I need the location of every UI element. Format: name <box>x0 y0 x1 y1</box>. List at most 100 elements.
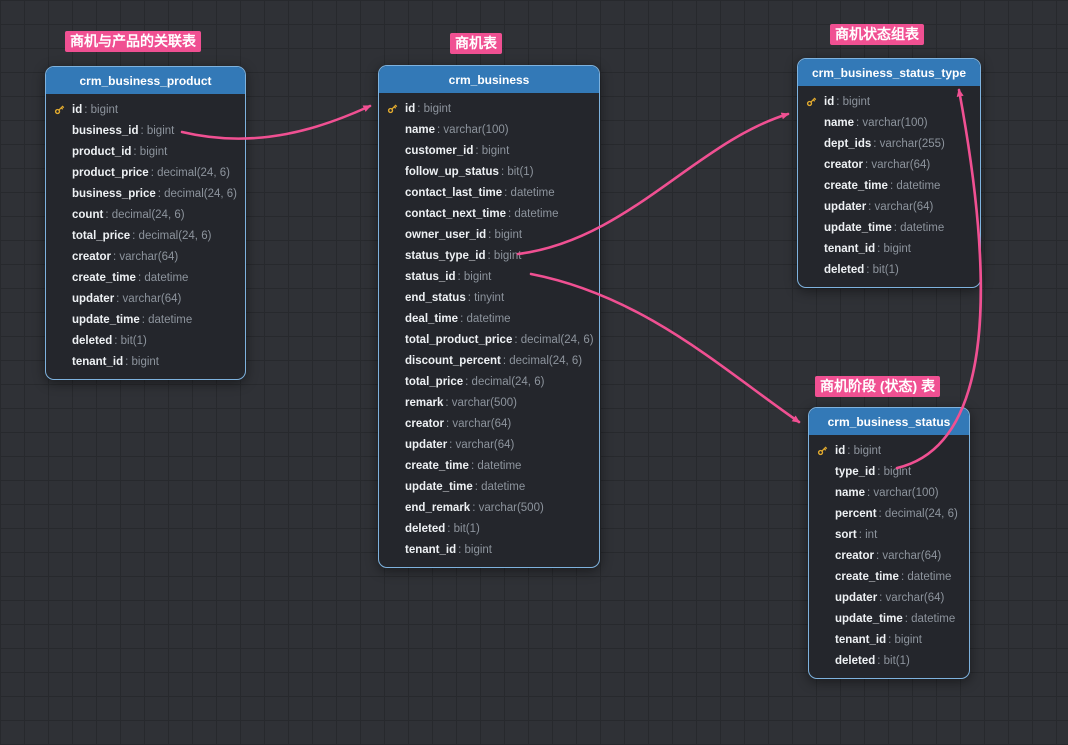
field-row-updater[interactable]: updater: varchar(64) <box>379 434 599 455</box>
field-type: : tinyint <box>468 292 504 304</box>
field-name: creator <box>405 418 444 430</box>
field-name: end_status <box>405 292 466 304</box>
field-row-updater[interactable]: updater: varchar(64) <box>798 196 980 217</box>
field-row-follow_up_status[interactable]: follow_up_status: bit(1) <box>379 161 599 182</box>
field-row-creator[interactable]: creator: varchar(64) <box>379 413 599 434</box>
field-row-id[interactable]: id: bigint <box>809 440 969 461</box>
table-group-crm-business-status: 商机阶段 (状态) 表 crm_business_status id: bigi… <box>808 376 970 679</box>
field-row-product_price[interactable]: product_price: decimal(24, 6) <box>46 162 245 183</box>
field-row-contact_last_time[interactable]: contact_last_time: datetime <box>379 182 599 203</box>
field-row-deleted[interactable]: deleted: bit(1) <box>46 330 245 351</box>
field-row-deleted[interactable]: deleted: bit(1) <box>809 650 969 671</box>
field-name: id <box>824 96 834 108</box>
field-row-discount_percent[interactable]: discount_percent: decimal(24, 6) <box>379 350 599 371</box>
field-row-type_id[interactable]: type_id: bigint <box>809 461 969 482</box>
field-row-create_time[interactable]: create_time: datetime <box>798 175 980 196</box>
field-type: : varchar(64) <box>113 251 178 263</box>
field-type: : datetime <box>504 187 555 199</box>
field-list: id: bigintname: varchar(100)customer_id:… <box>379 93 599 567</box>
field-row-id[interactable]: id: bigint <box>798 91 980 112</box>
field-name: customer_id <box>405 145 473 157</box>
field-row-tenant_id[interactable]: tenant_id: bigint <box>46 351 245 372</box>
field-row-sort[interactable]: sort: int <box>809 524 969 545</box>
field-row-create_time[interactable]: create_time: datetime <box>809 566 969 587</box>
field-row-count[interactable]: count: decimal(24, 6) <box>46 204 245 225</box>
field-name: id <box>405 103 415 115</box>
field-row-creator[interactable]: creator: varchar(64) <box>46 246 245 267</box>
field-list: id: biginttype_id: bigintname: varchar(1… <box>809 435 969 678</box>
table-title[interactable]: crm_business_status <box>809 408 969 435</box>
field-row-percent[interactable]: percent: decimal(24, 6) <box>809 503 969 524</box>
table-title[interactable]: crm_business_product <box>46 67 245 94</box>
field-row-update_time[interactable]: update_time: datetime <box>798 217 980 238</box>
field-row-creator[interactable]: creator: varchar(64) <box>798 154 980 175</box>
table-caption[interactable]: 商机表 <box>450 33 502 54</box>
field-row-update_time[interactable]: update_time: datetime <box>379 476 599 497</box>
field-row-deleted[interactable]: deleted: bit(1) <box>798 259 980 280</box>
field-type: : varchar(100) <box>437 124 509 136</box>
entity-table-crm-business-product[interactable]: crm_business_product id: bigint business_… <box>45 66 246 380</box>
field-type: : bit(1) <box>877 655 910 667</box>
field-row-total_price[interactable]: total_price: decimal(24, 6) <box>46 225 245 246</box>
field-type: : datetime <box>905 613 956 625</box>
field-row-status_type_id[interactable]: status_type_id: bigint <box>379 245 599 266</box>
field-row-deal_time[interactable]: deal_time: datetime <box>379 308 599 329</box>
field-type: : varchar(64) <box>865 159 930 171</box>
field-type: : datetime <box>460 313 511 325</box>
field-name: create_time <box>405 460 469 472</box>
entity-table-crm-business[interactable]: crm_business id: bigintname: varchar(100… <box>378 65 600 568</box>
field-name: name <box>835 487 865 499</box>
field-row-total_product_price[interactable]: total_product_price: decimal(24, 6) <box>379 329 599 350</box>
field-row-name[interactable]: name: varchar(100) <box>798 112 980 133</box>
field-name: follow_up_status <box>405 166 499 178</box>
field-row-name[interactable]: name: varchar(100) <box>809 482 969 503</box>
field-name: name <box>405 124 435 136</box>
field-name: updater <box>835 592 877 604</box>
field-row-tenant_id[interactable]: tenant_id: bigint <box>798 238 980 259</box>
field-row-creator[interactable]: creator: varchar(64) <box>809 545 969 566</box>
field-row-tenant_id[interactable]: tenant_id: bigint <box>809 629 969 650</box>
field-row-id[interactable]: id: bigint <box>379 98 599 119</box>
field-name: id <box>835 445 845 457</box>
field-row-update_time[interactable]: update_time: datetime <box>809 608 969 629</box>
field-name: owner_user_id <box>405 229 486 241</box>
field-row-business_price[interactable]: business_price: decimal(24, 6) <box>46 183 245 204</box>
field-name: contact_next_time <box>405 208 506 220</box>
field-row-dept_ids[interactable]: dept_ids: varchar(255) <box>798 133 980 154</box>
field-row-end_status[interactable]: end_status: tinyint <box>379 287 599 308</box>
entity-table-crm-business-status-type[interactable]: crm_business_status_type id: bigintname:… <box>797 58 981 288</box>
field-row-name[interactable]: name: varchar(100) <box>379 119 599 140</box>
field-row-end_remark[interactable]: end_remark: varchar(500) <box>379 497 599 518</box>
field-name: update_time <box>835 613 903 625</box>
field-row-remark[interactable]: remark: varchar(500) <box>379 392 599 413</box>
table-caption[interactable]: 商机与产品的关联表 <box>65 31 201 52</box>
field-row-contact_next_time[interactable]: contact_next_time: datetime <box>379 203 599 224</box>
field-row-update_time[interactable]: update_time: datetime <box>46 309 245 330</box>
field-row-product_id[interactable]: product_id: bigint <box>46 141 245 162</box>
field-row-id[interactable]: id: bigint <box>46 99 245 120</box>
field-row-updater[interactable]: updater: varchar(64) <box>809 587 969 608</box>
field-row-tenant_id[interactable]: tenant_id: bigint <box>379 539 599 560</box>
field-name: tenant_id <box>72 356 123 368</box>
field-name: total_price <box>405 376 463 388</box>
entity-table-crm-business-status[interactable]: crm_business_status id: biginttype_id: b… <box>808 407 970 679</box>
field-name: tenant_id <box>405 544 456 556</box>
field-row-customer_id[interactable]: customer_id: bigint <box>379 140 599 161</box>
field-row-deleted[interactable]: deleted: bit(1) <box>379 518 599 539</box>
field-row-create_time[interactable]: create_time: datetime <box>46 267 245 288</box>
table-caption[interactable]: 商机阶段 (状态) 表 <box>815 376 940 397</box>
primary-key-icon <box>816 444 835 457</box>
field-type: : varchar(500) <box>445 397 517 409</box>
field-type: : bit(1) <box>114 335 147 347</box>
field-row-create_time[interactable]: create_time: datetime <box>379 455 599 476</box>
table-title[interactable]: crm_business <box>379 66 599 93</box>
field-type: : varchar(64) <box>868 201 933 213</box>
field-type: : bigint <box>133 146 167 158</box>
table-caption[interactable]: 商机状态组表 <box>830 24 924 45</box>
field-name: create_time <box>824 180 888 192</box>
field-row-updater[interactable]: updater: varchar(64) <box>46 288 245 309</box>
table-title[interactable]: crm_business_status_type <box>798 59 980 86</box>
field-type: : datetime <box>894 222 945 234</box>
field-row-total_price[interactable]: total_price: decimal(24, 6) <box>379 371 599 392</box>
